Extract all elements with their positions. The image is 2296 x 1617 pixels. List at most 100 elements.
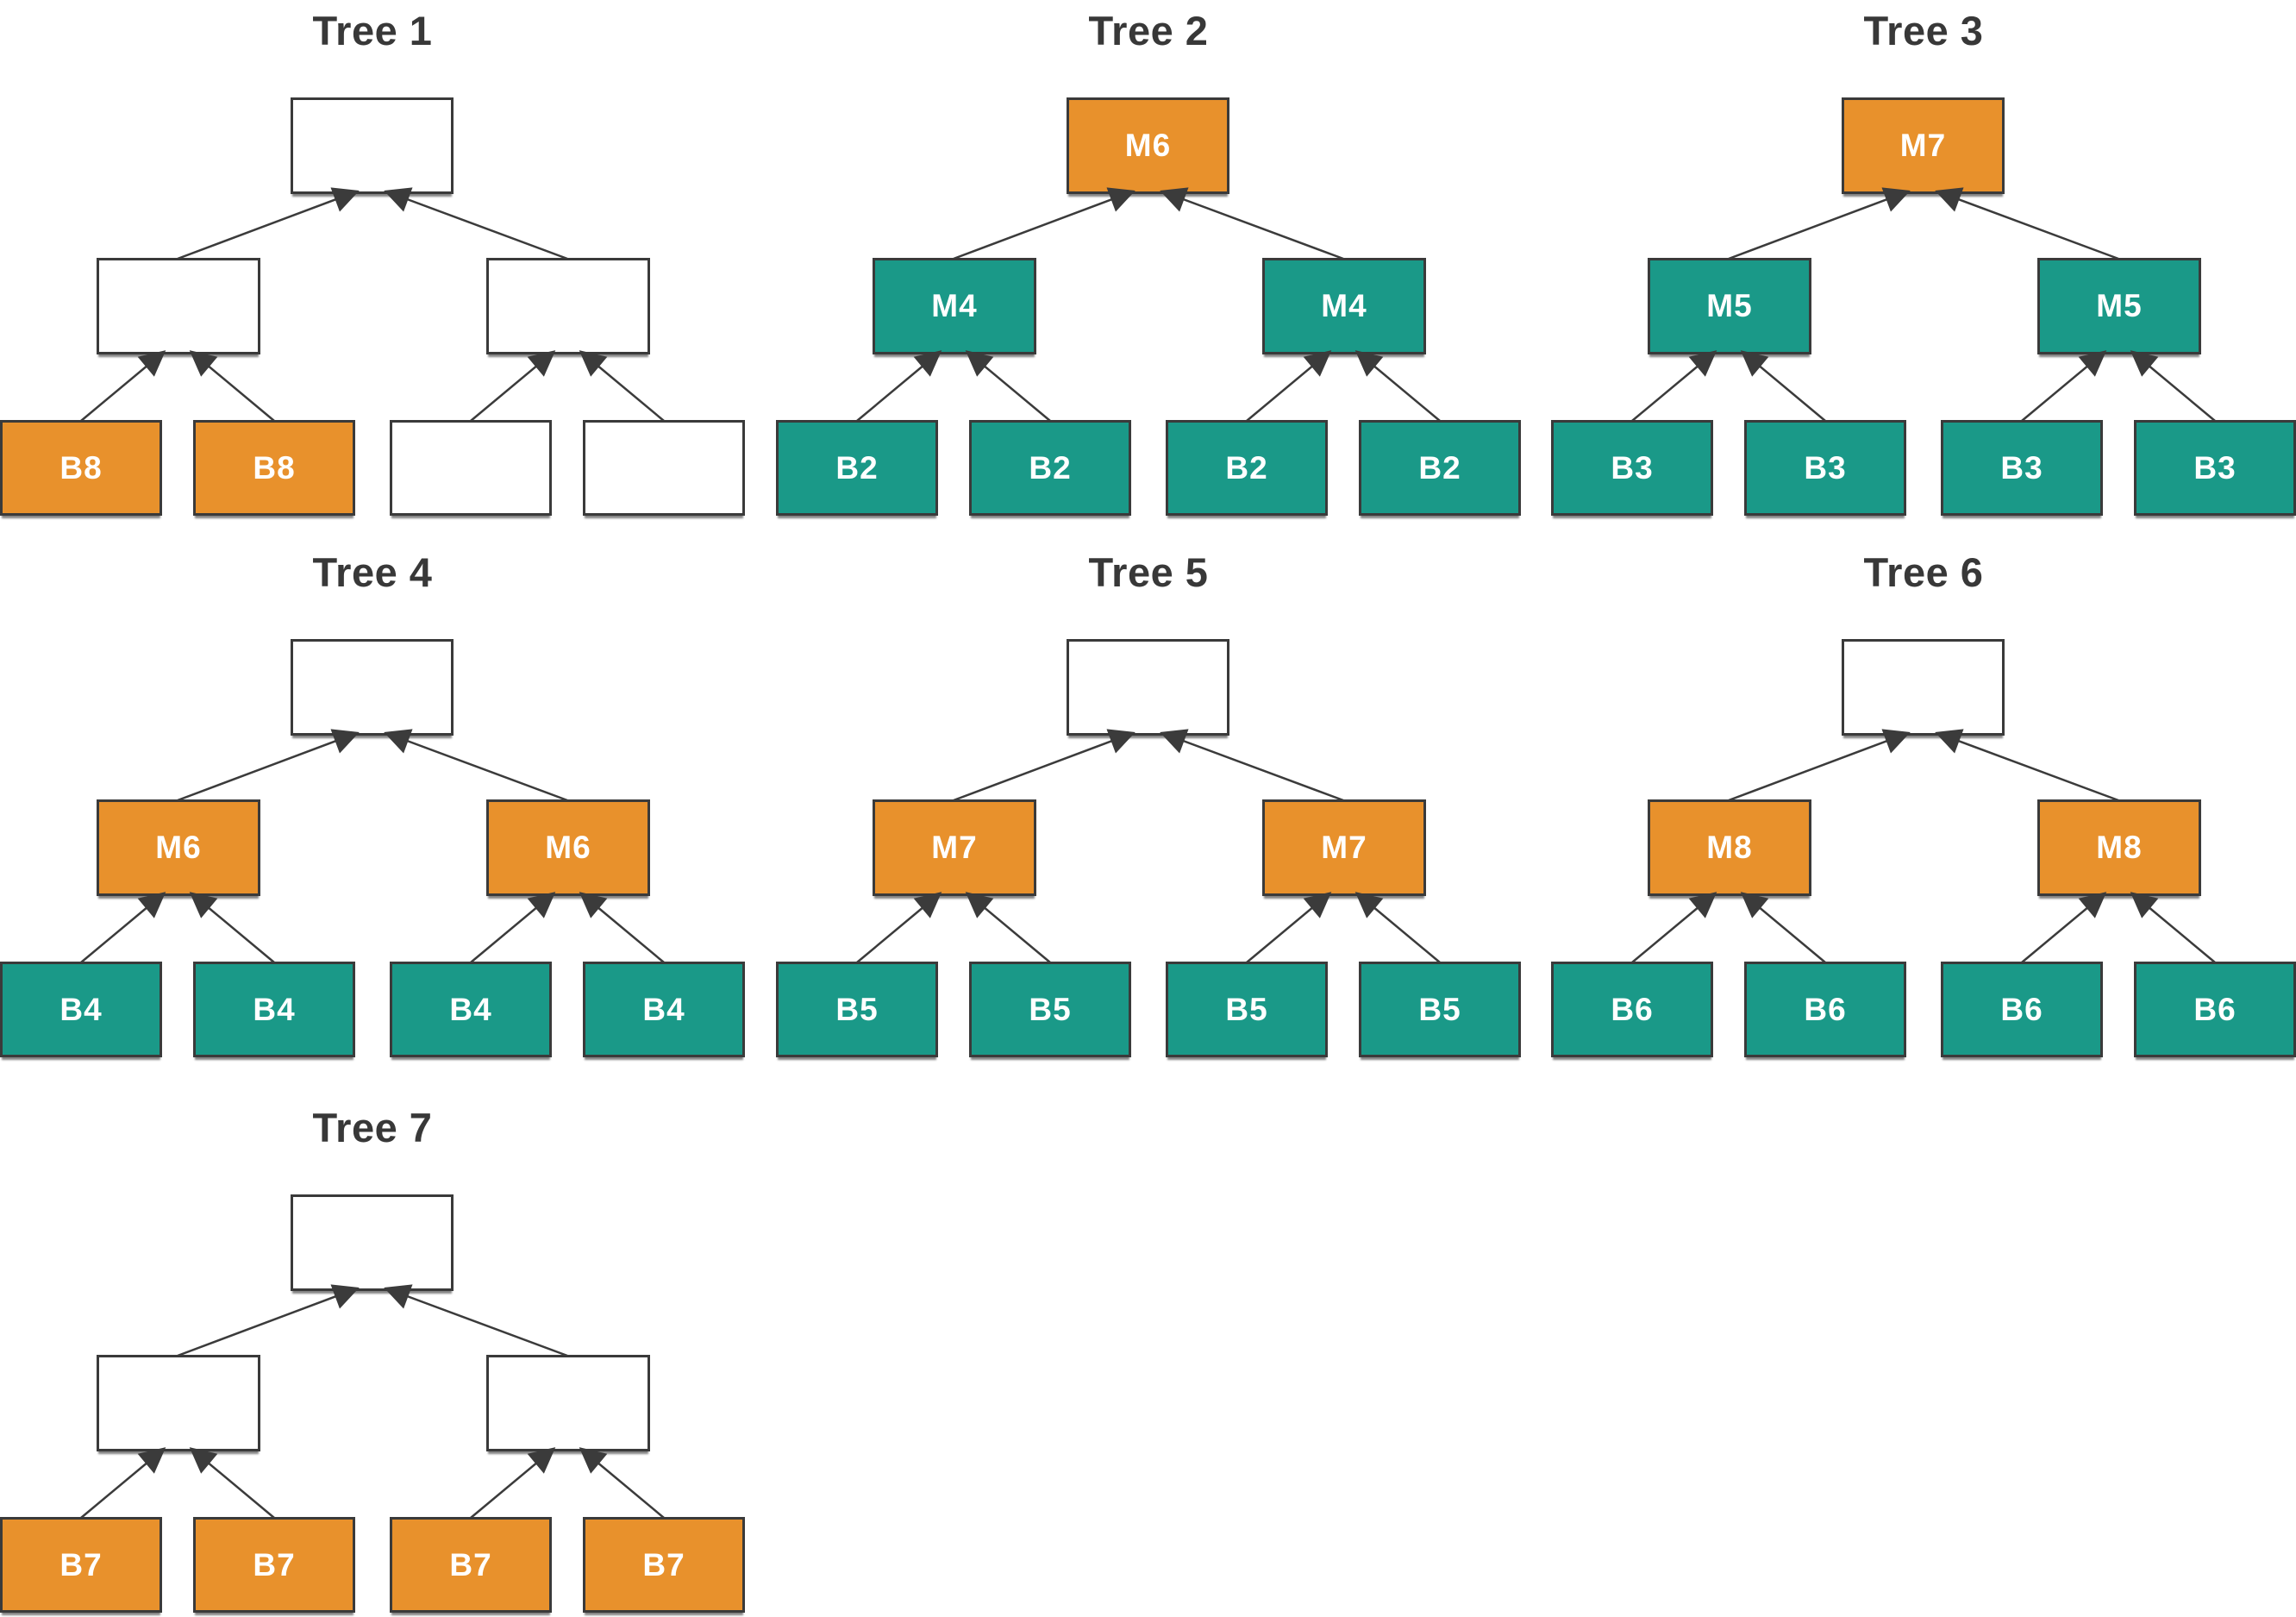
tree-1: Tree 1 B8 B8 [0, 0, 745, 531]
edge-line [579, 1447, 665, 1519]
tree-5-middle-node-1: M7 [873, 799, 1036, 896]
edge-line [80, 1447, 166, 1519]
tree-3-root-node: M7 [1842, 97, 2005, 194]
edge-line [2021, 892, 2107, 963]
tree-4-middle-node-1: M6 [97, 799, 260, 896]
tree-3-title: Tree 3 [1863, 8, 1984, 53]
edge-line [470, 350, 556, 422]
tree-2-leaf-node-2: B2 [969, 420, 1131, 516]
node-label: B7 [59, 1546, 103, 1583]
edge-line [1160, 729, 1344, 802]
tree-5-root-node [1067, 639, 1229, 736]
tree-5-middle-node-2: M7 [1262, 799, 1426, 896]
tree-1-title: Tree 1 [312, 8, 433, 53]
node-label: B7 [253, 1546, 296, 1583]
node-label: B5 [1225, 991, 1268, 1027]
edge-line [2130, 892, 2216, 963]
tree-4-title: Tree 4 [312, 549, 433, 595]
edge-line [2130, 350, 2216, 422]
tree-1-middle-node-2 [486, 258, 650, 354]
edge-line [1740, 350, 1826, 422]
tree-3-leaf-node-2: B3 [1744, 420, 1906, 516]
tree-5: Tree 5 M7 M7 B5 B5 B5 B5 [776, 542, 1521, 1073]
tree-4-leaf-node-2: B4 [193, 962, 355, 1057]
node-label: B2 [1225, 449, 1268, 486]
edge-line [1354, 350, 1441, 422]
node-label: M5 [1706, 288, 1753, 323]
node-label: B5 [1418, 991, 1461, 1027]
node-label: B6 [2193, 991, 2237, 1027]
tree-7-root-node [291, 1194, 454, 1291]
tree-3: Tree 3 M7 M5 M5 B3 B3 B3 B3 [1551, 0, 2296, 531]
node-label: M7 [1899, 128, 1947, 163]
tree-2-middle-node-1: M4 [873, 258, 1036, 354]
tree-1-leaf-node-2: B8 [193, 420, 355, 516]
tree-7-leaf-node-1: B7 [0, 1517, 162, 1613]
tree-2-leaf-node-3: B2 [1166, 420, 1328, 516]
edge-line [953, 187, 1135, 260]
node-label: B5 [835, 991, 879, 1027]
tree-6-leaf-node-3: B6 [1941, 962, 2103, 1057]
node-label: B5 [1029, 991, 1072, 1027]
edge-line [579, 892, 665, 963]
tree-2-leaf-node-1: B2 [776, 420, 938, 516]
edge-line [1740, 892, 1826, 963]
node-label: M4 [1321, 288, 1367, 323]
tree-2-middle-node-2: M4 [1262, 258, 1426, 354]
edge-line [1160, 187, 1344, 260]
edge-line [384, 187, 568, 260]
tree-5-leaf-node-3: B5 [1166, 962, 1328, 1057]
edge-line [1631, 350, 1717, 422]
node-label: M8 [1706, 830, 1753, 865]
edge-line [384, 1284, 568, 1357]
tree-3-leaf-node-3: B3 [1941, 420, 2103, 516]
edge-line [1935, 729, 2119, 802]
tree-5-leaf-node-4: B5 [1359, 962, 1521, 1057]
edge-line [965, 892, 1051, 963]
node-label: B4 [59, 991, 103, 1027]
edge-line [470, 892, 556, 963]
tree-2-leaf-node-4: B2 [1359, 420, 1521, 516]
tree-4-root-node [291, 639, 454, 736]
tree-6: Tree 6 M8 M8 B6 B6 B6 B6 [1551, 542, 2296, 1073]
node-label: B4 [449, 991, 492, 1027]
tree-6-title: Tree 6 [1863, 549, 1984, 595]
edge-line [1246, 350, 1332, 422]
edge-line [1246, 892, 1332, 963]
node-label: B3 [2193, 449, 2237, 486]
tree-4-middle-node-2: M6 [486, 799, 650, 896]
edge-line [953, 729, 1135, 802]
edge-line [189, 892, 275, 963]
tree-7: Tree 7 B7 B7 B7 B7 [0, 1097, 745, 1617]
node-label: B6 [2000, 991, 2043, 1027]
tree-1-middle-node-1 [97, 258, 260, 354]
node-label: B4 [253, 991, 296, 1027]
node-label: B7 [642, 1546, 685, 1583]
node-label: M7 [931, 830, 978, 865]
tree-7-middle-node-2 [486, 1355, 650, 1451]
edge-line [80, 350, 166, 422]
edge-line [1728, 187, 1911, 260]
edge-line [579, 350, 665, 422]
edge-line [1728, 729, 1911, 802]
edge-line [384, 729, 568, 802]
edge-line [856, 892, 942, 963]
edge-line [1354, 892, 1441, 963]
edge-line [965, 350, 1051, 422]
node-label: B3 [2000, 449, 2043, 486]
node-label: M6 [545, 830, 591, 865]
node-label: B8 [59, 449, 103, 486]
node-label: B3 [1804, 449, 1847, 486]
edge-line [189, 1447, 275, 1519]
tree-5-leaf-node-2: B5 [969, 962, 1131, 1057]
node-label: B6 [1804, 991, 1847, 1027]
tree-6-leaf-node-1: B6 [1551, 962, 1713, 1057]
tree-5-title: Tree 5 [1088, 549, 1209, 595]
tree-6-root-node [1842, 639, 2005, 736]
edge-line [2021, 350, 2107, 422]
tree-2-root-node: M6 [1067, 97, 1229, 194]
tree-4-leaf-node-3: B4 [390, 962, 552, 1057]
tree-2-title: Tree 2 [1088, 8, 1209, 53]
edge-line [1631, 892, 1717, 963]
